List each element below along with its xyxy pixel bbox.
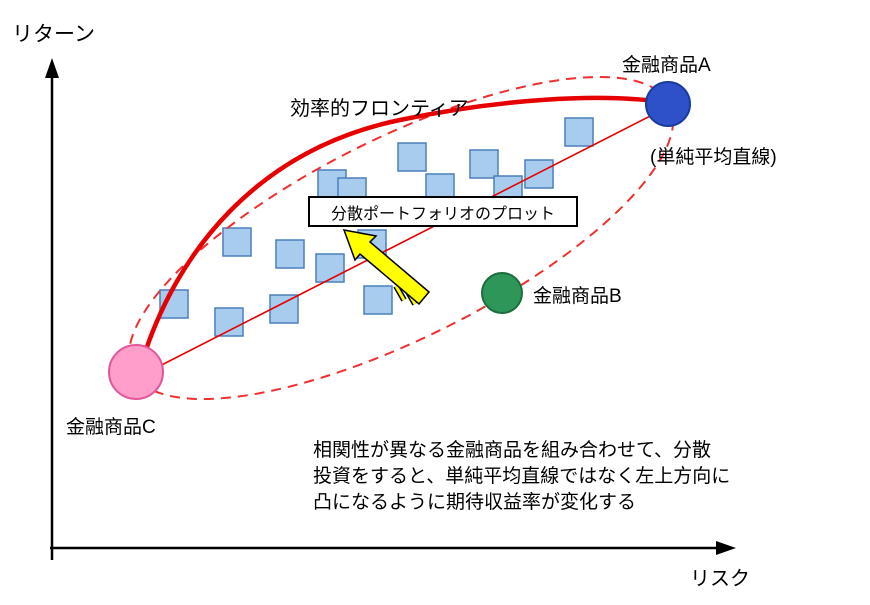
efficient-frontier-curve xyxy=(139,95,665,365)
portfolio-plot-square xyxy=(269,294,299,324)
dashed-ellipse xyxy=(127,75,675,401)
explanation-text: 相関性が異なる金融商品を組み合わせて、分散 投資をすると、単純平均直線ではなく左… xyxy=(313,440,731,514)
portfolio-plot-square xyxy=(564,117,594,147)
portfolio-plot-square xyxy=(397,142,427,172)
diversification-arrow-icon xyxy=(342,229,431,306)
x-axis-label: リスク xyxy=(690,568,750,590)
y-axis-label: リターン xyxy=(12,23,95,46)
portfolio-plot-square xyxy=(214,307,244,337)
product-b-label: 金融商品B xyxy=(533,286,622,307)
portfolio-plot-square xyxy=(222,227,252,257)
simple-average-line-label: (単純平均直線) xyxy=(650,147,777,168)
portfolio-plot-callout-label: 分散ポートフォリオのプロット xyxy=(330,205,555,223)
speed-mark xyxy=(394,285,406,301)
portfolio-plot-square xyxy=(363,285,393,315)
portfolio-plot-square xyxy=(524,159,554,189)
product-a-circle xyxy=(645,81,691,127)
product-b-circle xyxy=(481,272,523,314)
efficient-frontier-label: 効率的フロンティア xyxy=(290,98,469,120)
product-c-circle xyxy=(108,344,164,400)
y-axis-arrow-icon xyxy=(45,58,59,78)
portfolio-plot-callout: 分散ポートフォリオのプロット xyxy=(308,196,578,227)
simple-average-line xyxy=(141,109,663,376)
product-a-label: 金融商品A xyxy=(622,55,711,76)
portfolio-plot-square xyxy=(315,253,345,283)
portfolio-plot-square xyxy=(469,149,499,179)
portfolio-squares-group xyxy=(159,117,594,337)
product-c-label: 金融商品C xyxy=(66,417,156,438)
x-axis-arrow-icon xyxy=(716,541,736,555)
portfolio-plot-square xyxy=(275,239,305,269)
